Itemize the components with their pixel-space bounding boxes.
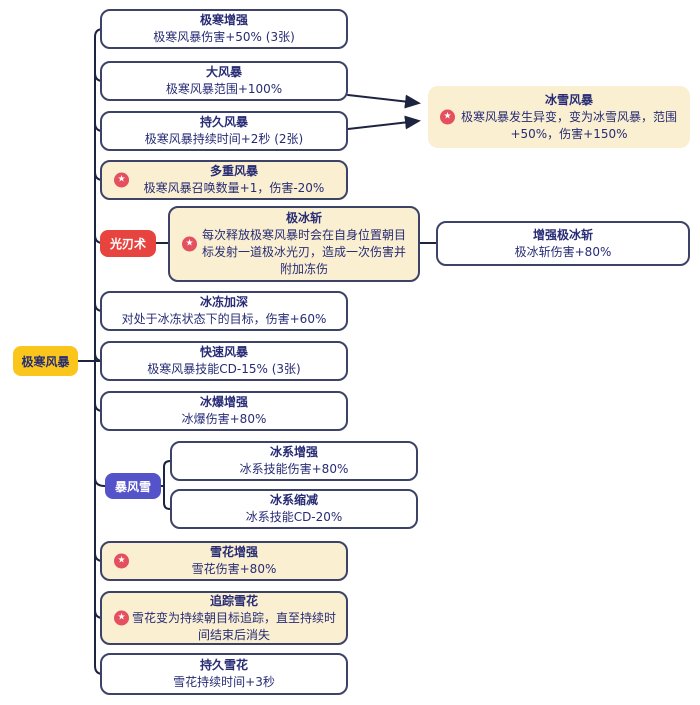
card-desc: 冰爆伤害+80% [181,412,267,426]
star-icon: ★ [182,236,197,252]
skill-card-bingxue-fengbao[interactable]: ★ 冰雪风暴 极寒风暴发生异变，变为冰雪风暴，范围+50%，伤害+150% [428,86,690,148]
star-icon: ★ [440,109,455,125]
skill-card-xuehua-zengqiang[interactable]: ★ 雪花增强 雪花伤害+80% [100,541,348,581]
card-title: 追踪雪花 [209,593,258,608]
branch-node-guangrenshu[interactable]: 光刃术 [100,230,156,257]
skill-card-bingbao-zengqiang[interactable]: 冰爆增强 冰爆伤害+80% [100,391,348,431]
card-title: 冰雪风暴 [544,92,593,107]
skill-card-jihan-zengqiang[interactable]: 极寒增强 极寒风暴伤害+50% (3张) [100,9,348,49]
card-title: 雪花增强 [209,545,258,559]
skill-card-duochong-fengbao[interactable]: ★ 多重风暴 极寒风暴召唤数量+1，伤害-20% [100,160,348,200]
card-desc: 极寒风暴召唤数量+1，伤害-20% [143,181,325,195]
card-title: 冰系增强 [269,445,318,459]
card-title: 冰冻加深 [199,295,248,309]
star-icon: ★ [114,553,129,569]
card-desc: 极寒风暴伤害+50% (3张) [153,30,295,44]
skill-card-zengqiang-jibingzhan[interactable]: 增强极冰斩 极冰斩伤害+80% [436,221,690,266]
card-desc: 极寒风暴发生异变，变为冰雪风暴，范围+50%，伤害+150% [460,109,677,141]
skill-card-zhuizong-xuehua[interactable]: ★ 追踪雪花 雪花变为持续朝目标追踪，直至持续时间结束后消失 [100,591,348,645]
root-node-jihanfengbao[interactable]: 极寒风暴 [13,346,78,376]
card-title: 冰系缩减 [269,493,318,507]
card-title: 快速风暴 [199,345,248,359]
skill-card-bingdong-jiashen[interactable]: 冰冻加深 对处于冰冻状态下的目标，伤害+60% [100,291,348,331]
card-title: 持久风暴 [199,115,248,129]
card-desc: 极寒风暴范围+100% [165,82,283,96]
card-desc: 雪花持续时间+3秒 [173,675,275,689]
card-title: 多重风暴 [209,164,258,178]
card-desc: 冰系技能伤害+80% [239,462,349,476]
card-desc: 极冰斩伤害+80% [514,244,612,259]
skill-card-bingxi-zengqiang[interactable]: 冰系增强 冰系技能伤害+80% [170,441,418,481]
card-title: 增强极冰斩 [532,227,593,242]
star-icon: ★ [114,610,129,626]
card-desc: 极寒风暴持续时间+2秒 (2张) [144,132,304,146]
skill-card-bingxi-suojian[interactable]: 冰系缩减 冰系技能CD-20% [170,489,418,529]
card-title: 极冰斩 [285,211,322,225]
branch-node-baofengxue[interactable]: 暴风雪 [105,473,161,499]
card-title: 极寒增强 [199,13,248,27]
card-title: 大风暴 [205,65,242,79]
skill-card-kuaisu-fengbao[interactable]: 快速风暴 极寒风暴技能CD-15% (3张) [100,341,348,381]
skill-card-chijiu-fengbao[interactable]: 持久风暴 极寒风暴持续时间+2秒 (2张) [100,111,348,151]
star-icon: ★ [114,172,129,188]
card-desc: 冰系技能CD-20% [245,510,343,524]
card-title: 持久雪花 [199,658,248,672]
skill-card-dafengbao[interactable]: 大风暴 极寒风暴范围+100% [100,61,348,101]
card-desc: 雪花变为持续朝目标追踪，直至持续时间结束后消失 [132,610,337,642]
skill-card-jibingzhan[interactable]: ★ 极冰斩 每次释放极寒风暴时会在自身位置朝目标发射一道极冰光刃，造成一次伤害并… [168,206,420,282]
card-desc: 每次释放极寒风暴时会在自身位置朝目标发射一道极冰光刃，造成一次伤害并附加冻伤 [201,228,406,276]
card-desc: 极寒风暴技能CD-15% (3张) [147,362,301,376]
card-desc: 雪花伤害+80% [191,562,277,576]
skill-card-chijiu-xuehua[interactable]: 持久雪花 雪花持续时间+3秒 [100,653,348,695]
card-desc: 对处于冰冻状态下的目标，伤害+60% [121,312,327,326]
card-title: 冰爆增强 [199,395,248,409]
